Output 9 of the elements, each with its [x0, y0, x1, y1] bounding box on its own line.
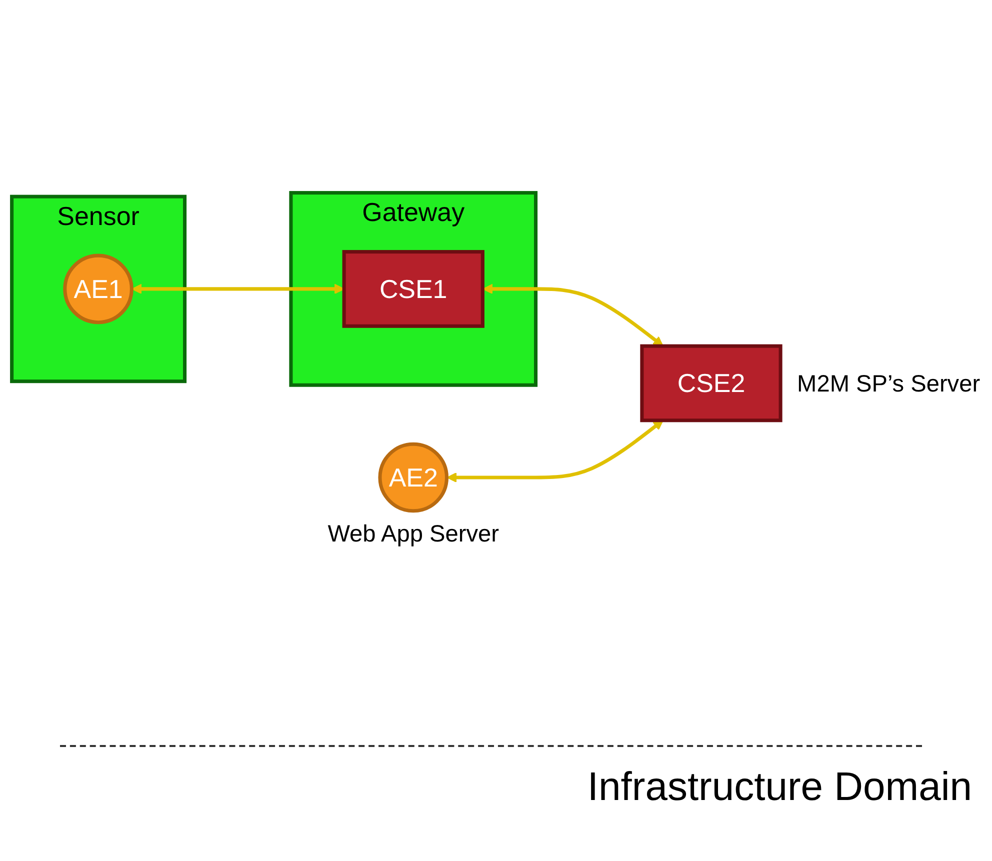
arrow: [482, 284, 664, 347]
node-caption: Web App Server: [328, 520, 499, 547]
node-box: CSE2: [640, 344, 782, 422]
arrow: [446, 420, 664, 483]
node-box: CSE1: [342, 250, 484, 328]
node-circle: AE2: [378, 442, 448, 513]
region-label: Infrastructure Domain: [587, 765, 972, 810]
node-circle: AE1: [63, 254, 134, 324]
node-caption: M2M SP’s Server: [797, 370, 980, 397]
